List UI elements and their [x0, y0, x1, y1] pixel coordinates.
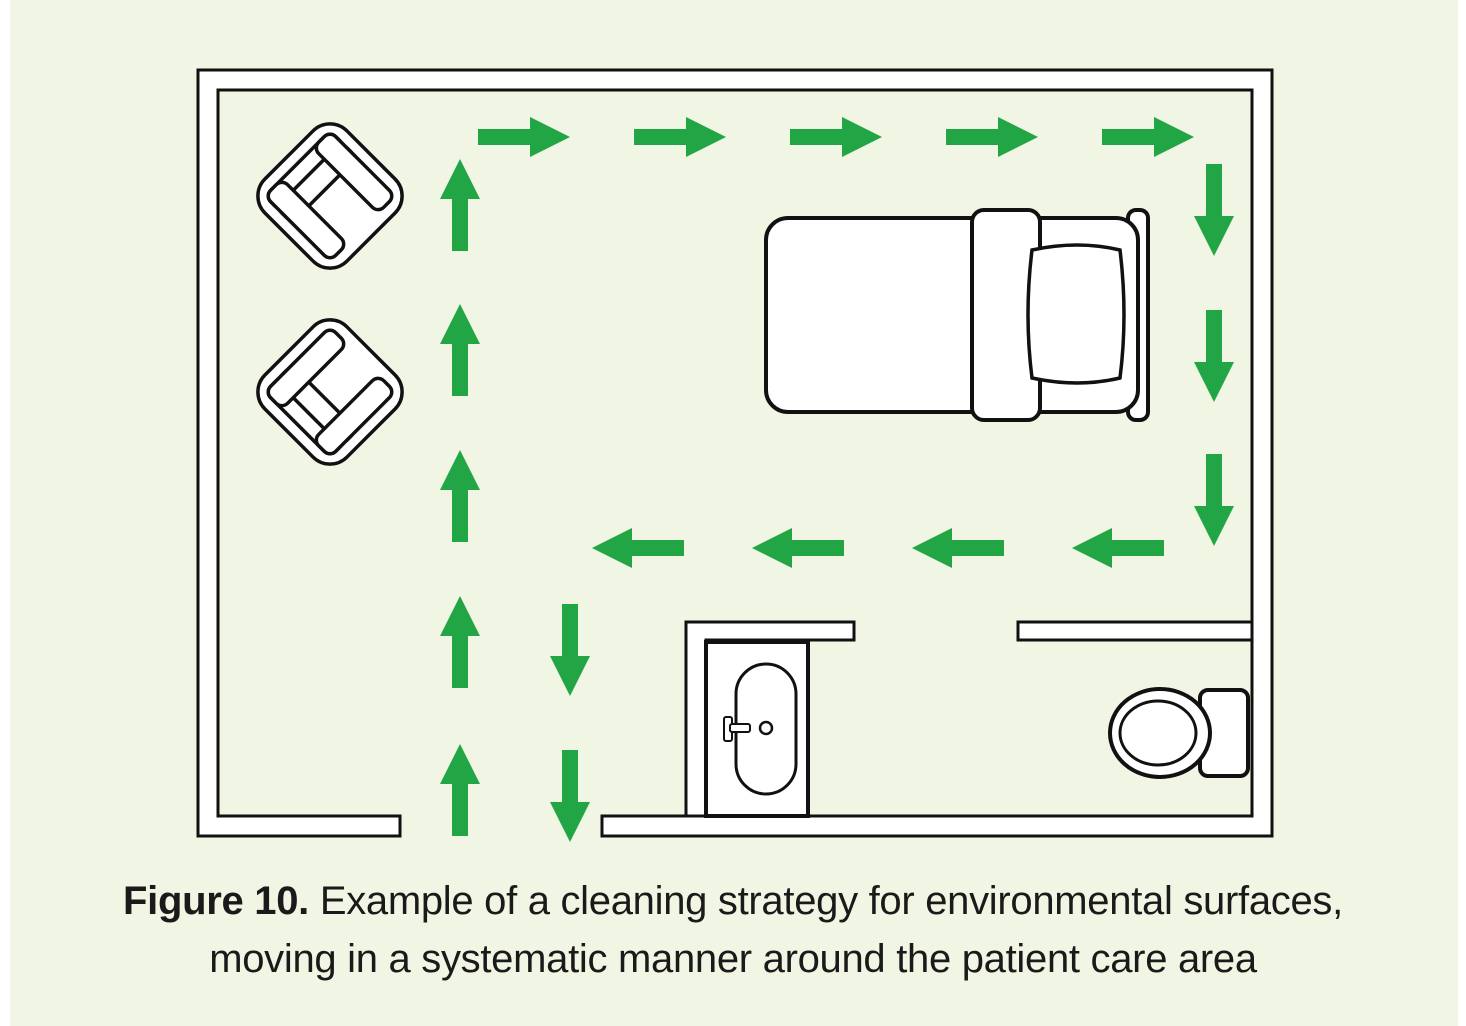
- arrow-icon: [1102, 117, 1194, 157]
- arrow-icon: [550, 750, 590, 842]
- sink-icon: [704, 640, 810, 818]
- wall-outline: [196, 68, 1274, 838]
- bathroom-partition-right: [1016, 620, 1254, 642]
- arrow-icon: [440, 744, 480, 836]
- arrow-icon: [440, 159, 480, 251]
- arrow-icon: [550, 604, 590, 696]
- caption-line-1: Figure 10. Example of a cleaning strateg…: [0, 872, 1466, 930]
- arrow-icon: [1194, 164, 1234, 256]
- caption-label: Figure 10.: [123, 879, 309, 923]
- bed-icon: [764, 208, 1150, 422]
- arrow-icon: [440, 450, 480, 542]
- arrow-icon: [912, 528, 1004, 568]
- armchair-icon: [256, 122, 404, 270]
- arrow-icon: [790, 117, 882, 157]
- arrow-icon: [1194, 310, 1234, 402]
- arrow-icon: [752, 528, 844, 568]
- armchair-icon: [256, 318, 404, 466]
- arrow-icon: [634, 117, 726, 157]
- caption-line-2: moving in a systematic manner around the…: [209, 937, 1257, 981]
- caption-text-1: Example of a cleaning strategy for envir…: [319, 879, 1343, 923]
- arrow-icon: [440, 596, 480, 688]
- arrow-icon: [946, 117, 1038, 157]
- arrow-icon: [440, 304, 480, 396]
- arrow-icon: [478, 117, 570, 157]
- cleaning-path: [440, 117, 1234, 842]
- arrow-icon: [1194, 454, 1234, 546]
- figure-caption: Figure 10. Example of a cleaning strateg…: [0, 872, 1466, 988]
- arrow-icon: [592, 528, 684, 568]
- arrow-icon: [1072, 528, 1164, 568]
- toilet-icon: [1108, 687, 1250, 779]
